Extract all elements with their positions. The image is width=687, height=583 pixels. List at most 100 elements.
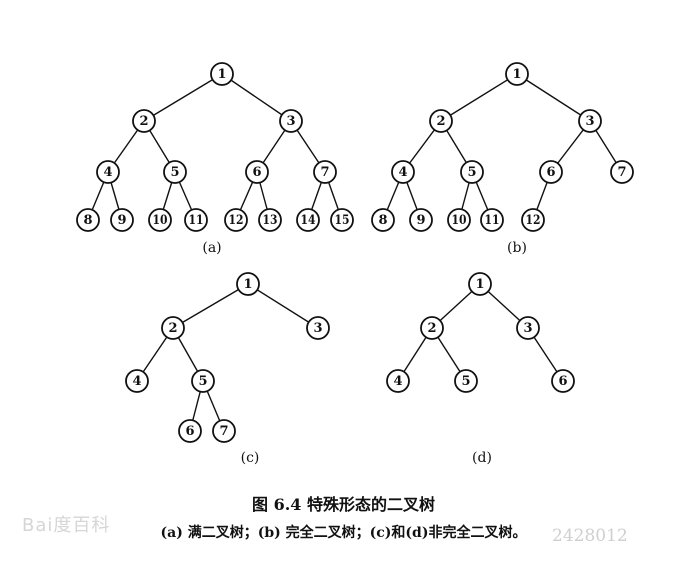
tree-node: 1 bbox=[210, 62, 234, 86]
node-circle bbox=[391, 160, 415, 184]
node-label: 5 bbox=[198, 374, 207, 389]
node-label: 6 bbox=[185, 424, 194, 439]
tree-node: 1 bbox=[505, 62, 529, 86]
node-label: 4 bbox=[103, 165, 112, 180]
tree-node: 6 bbox=[539, 160, 563, 184]
node-label: 2 bbox=[168, 321, 177, 336]
node-circle bbox=[386, 369, 410, 393]
node-circle bbox=[420, 316, 444, 340]
subfigure-label: (d) bbox=[472, 450, 492, 466]
node-label: 5 bbox=[467, 165, 476, 180]
node-circle bbox=[429, 109, 453, 133]
node-label: 6 bbox=[252, 165, 261, 180]
node-label: 15 bbox=[335, 213, 350, 228]
tree-node: 1 bbox=[468, 272, 492, 296]
node-circle bbox=[313, 160, 337, 184]
node-circle bbox=[409, 208, 433, 232]
subfigure-label: (c) bbox=[241, 450, 260, 466]
subfigure-label: (b) bbox=[507, 240, 527, 256]
node-label: 3 bbox=[523, 321, 532, 336]
node-circle bbox=[447, 208, 471, 232]
node-label: 7 bbox=[219, 424, 228, 439]
node-label: 7 bbox=[617, 165, 626, 180]
tree-edge bbox=[247, 283, 319, 329]
node-circle bbox=[551, 369, 575, 393]
node-label: 11 bbox=[485, 213, 500, 228]
node-circle bbox=[279, 109, 303, 133]
node-circle bbox=[184, 208, 208, 232]
tree-c: 1 2 3 4 5 6 7 (c) bbox=[125, 272, 330, 466]
node-label: 6 bbox=[558, 374, 567, 389]
tree-node: 6 bbox=[551, 369, 575, 393]
node-circle bbox=[210, 62, 234, 86]
node-label: 10 bbox=[153, 213, 168, 228]
tree-edge bbox=[221, 73, 292, 122]
node-label: 2 bbox=[427, 321, 436, 336]
tree-node: 3 bbox=[516, 316, 540, 340]
node-circle bbox=[110, 208, 134, 232]
tree-node: 7 bbox=[610, 160, 634, 184]
tree-node: 4 bbox=[386, 369, 410, 393]
tree-node: 11 bbox=[184, 208, 208, 232]
tree-node: 1 bbox=[236, 272, 260, 296]
node-label: 7 bbox=[320, 165, 329, 180]
node-label: 12 bbox=[229, 213, 244, 228]
tree-node: 10 bbox=[148, 208, 172, 232]
tree-node: 2 bbox=[429, 109, 453, 133]
node-label: 5 bbox=[170, 165, 179, 180]
node-circle bbox=[212, 419, 236, 443]
node-circle bbox=[236, 272, 260, 296]
node-circle bbox=[132, 109, 156, 133]
tree-node: 5 bbox=[460, 160, 484, 184]
node-label: 3 bbox=[585, 114, 594, 129]
tree-node: 15 bbox=[330, 208, 354, 232]
tree-node: 9 bbox=[409, 208, 433, 232]
node-label: 9 bbox=[117, 213, 126, 228]
node-label: 8 bbox=[83, 213, 92, 228]
tree-node: 3 bbox=[578, 109, 602, 133]
node-circle bbox=[296, 208, 320, 232]
node-circle bbox=[371, 208, 395, 232]
tree-node: 12 bbox=[521, 208, 545, 232]
tree-node: 9 bbox=[110, 208, 134, 232]
node-label: 10 bbox=[452, 213, 467, 228]
tree-node: 11 bbox=[480, 208, 504, 232]
node-circle bbox=[468, 272, 492, 296]
node-label: 1 bbox=[217, 67, 226, 82]
node-circle bbox=[306, 316, 330, 340]
node-circle bbox=[148, 208, 172, 232]
node-circle bbox=[516, 316, 540, 340]
node-circle bbox=[521, 208, 545, 232]
tree-edge bbox=[172, 283, 249, 329]
node-label: 13 bbox=[263, 213, 278, 228]
tree-node: 2 bbox=[161, 316, 185, 340]
baidu-watermark-logo: Bai度百科 bbox=[22, 515, 111, 536]
tree-node: 8 bbox=[371, 208, 395, 232]
tree-node: 3 bbox=[279, 109, 303, 133]
tree-node: 5 bbox=[454, 369, 478, 393]
node-circle bbox=[245, 160, 269, 184]
node-circle bbox=[161, 316, 185, 340]
tree-node: 3 bbox=[306, 316, 330, 340]
tree-node: 10 bbox=[447, 208, 471, 232]
node-label: 12 bbox=[526, 213, 541, 228]
node-label: 4 bbox=[132, 374, 141, 389]
node-circle bbox=[539, 160, 563, 184]
node-label: 4 bbox=[398, 165, 407, 180]
node-label: 1 bbox=[475, 277, 484, 292]
tree-node: 13 bbox=[258, 208, 282, 232]
node-circle bbox=[460, 160, 484, 184]
tree-node: 4 bbox=[391, 160, 415, 184]
node-circle bbox=[480, 208, 504, 232]
node-label: 14 bbox=[301, 213, 316, 228]
node-label: 6 bbox=[546, 165, 555, 180]
node-circle bbox=[330, 208, 354, 232]
node-circle bbox=[578, 109, 602, 133]
watermark-id: 2428012 bbox=[552, 526, 628, 546]
node-circle bbox=[224, 208, 248, 232]
tree-node: 6 bbox=[245, 160, 269, 184]
node-label: 2 bbox=[139, 114, 148, 129]
